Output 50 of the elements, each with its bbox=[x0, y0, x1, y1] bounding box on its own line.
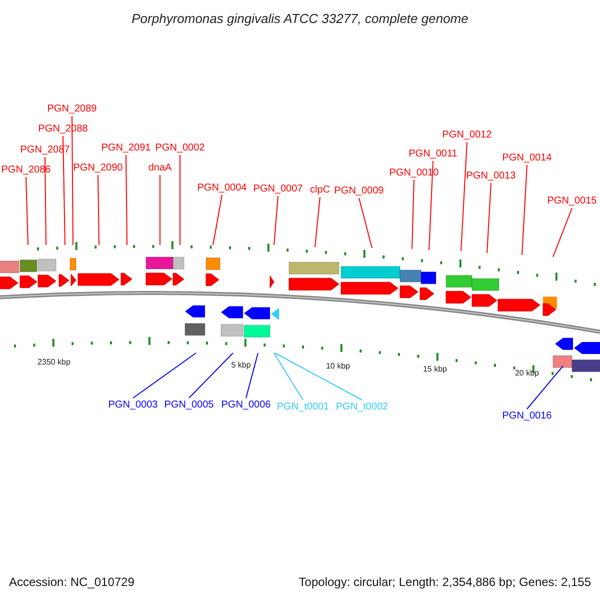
gene-label: PGN_0012 bbox=[442, 130, 492, 140]
gene-label: PGN_0014 bbox=[502, 152, 552, 164]
gene-label: PGN_t0002 bbox=[336, 402, 388, 412]
gene-label: dnaA bbox=[148, 162, 172, 174]
gene-label: PGN_0003 bbox=[108, 400, 158, 410]
gene-label: PGN_2089 bbox=[47, 104, 97, 114]
title: Porphyromonas gingivalis ATCC 33277, complete genome bbox=[130, 10, 470, 28]
leader-line bbox=[274, 352, 362, 400]
leader-line bbox=[522, 164, 528, 256]
leader-line bbox=[358, 198, 372, 248]
leader-line bbox=[526, 366, 564, 410]
leader-line bbox=[188, 352, 234, 398]
leader-line bbox=[26, 176, 28, 246]
gene-label: clpC bbox=[310, 184, 330, 196]
gene-label: PGN_0006 bbox=[221, 400, 271, 410]
leader-line bbox=[62, 136, 66, 246]
genome-info-text: Topology: circular; Length: 2,354,886 bp; Genes: 2,155 bbox=[298, 574, 591, 591]
gene-label: PGN_2090 bbox=[73, 162, 123, 174]
leader-line bbox=[274, 196, 278, 246]
leader-line bbox=[246, 352, 258, 398]
gene-label: PGN_0004 bbox=[197, 182, 247, 194]
scale-label: 5 kbp bbox=[231, 360, 251, 370]
leader-line bbox=[486, 182, 492, 254]
leader-line bbox=[274, 352, 304, 400]
leader-line bbox=[428, 160, 434, 250]
leader-line bbox=[212, 194, 222, 246]
leader-line bbox=[552, 208, 572, 258]
scale-label: 20 kbp bbox=[514, 368, 540, 378]
gene-label: PGN_0009 bbox=[334, 186, 384, 196]
gene-label: PGN_0002 bbox=[155, 142, 205, 154]
leader-line bbox=[98, 174, 100, 246]
leader-line bbox=[44, 156, 46, 246]
gene-label: PGN_0007 bbox=[253, 184, 303, 194]
leader-line bbox=[72, 116, 74, 246]
gene-label: PGN_0016 bbox=[502, 410, 552, 422]
gene-label: PGN_0005 bbox=[164, 400, 214, 410]
gene-label: PGN_0011 bbox=[408, 148, 458, 160]
leader-line bbox=[126, 154, 128, 246]
scale-label: 15 kbp bbox=[422, 364, 448, 374]
gene-label: PGN_t0001 bbox=[276, 402, 330, 412]
leader-line bbox=[412, 180, 414, 250]
gene-label: PGN_0013 bbox=[466, 170, 516, 182]
leader-line bbox=[132, 352, 196, 398]
scale-label: 10 kbp bbox=[326, 362, 350, 370]
accession-text: Accession: NC_010729 bbox=[9, 574, 134, 591]
gene-label: PGN_2091 bbox=[101, 142, 151, 154]
leader-line bbox=[314, 196, 320, 248]
gene-label: PGN_0015 bbox=[547, 196, 597, 206]
scale-label: 2350 kbp bbox=[38, 358, 70, 366]
leader-line bbox=[460, 142, 468, 252]
